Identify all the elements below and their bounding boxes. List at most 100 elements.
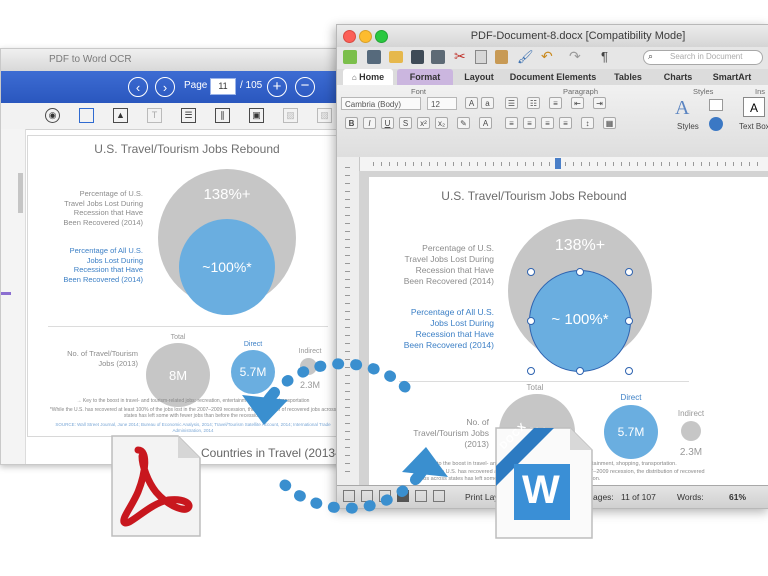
indent-less-icon[interactable]: ⇤	[571, 97, 584, 109]
focus-view-icon[interactable]	[433, 490, 445, 502]
minus-icon[interactable]: −	[295, 77, 315, 97]
pdf-page: U.S. Travel/Tourism Jobs Rebound Percent…	[27, 135, 347, 437]
undo-icon[interactable]: ↶	[541, 48, 553, 64]
styles-gallery-icon[interactable]	[709, 117, 723, 131]
inner-circle[interactable]	[529, 270, 631, 372]
zoom-level[interactable]: 61%	[729, 492, 747, 502]
bullets-icon[interactable]: ☰	[505, 97, 518, 109]
notebook-view-icon[interactable]	[415, 490, 427, 502]
next-section-heading: Countries in Travel (2013–23	[201, 446, 354, 460]
grow-font-icon[interactable]: A	[465, 97, 478, 109]
line-spacing-icon[interactable]: ↕	[581, 117, 594, 129]
indent-more-icon[interactable]: ⇥	[593, 97, 606, 109]
text-icon[interactable]: T	[147, 108, 162, 123]
hatch-icon[interactable]: ▨	[283, 108, 298, 123]
indirect-value: 2.3M	[679, 447, 703, 458]
justify-icon[interactable]: ≡	[559, 117, 572, 129]
plus-icon[interactable]: +	[267, 77, 287, 97]
indirect-value: 2.3M	[299, 380, 320, 390]
jobs-caption: No. of Travel/Tourism Jobs (2013)	[413, 417, 489, 449]
close-icon[interactable]	[343, 30, 356, 43]
minimize-icon[interactable]	[359, 30, 372, 43]
direct-circle	[231, 350, 275, 394]
format-painter-icon[interactable]: 🖌	[517, 49, 534, 64]
resize-handle[interactable]	[576, 367, 584, 375]
strikethrough-icon[interactable]: S	[399, 117, 412, 129]
maximize-icon[interactable]	[375, 30, 388, 43]
font-name-select[interactable]: Cambria (Body)	[341, 97, 421, 110]
thumbnail-sidebar[interactable]	[1, 129, 26, 464]
subscript-icon[interactable]: x₂	[435, 117, 448, 129]
resize-handle[interactable]	[625, 367, 633, 375]
save-icon[interactable]	[411, 50, 424, 64]
tab-layout[interactable]: Layout	[464, 72, 494, 82]
text-box-label[interactable]: Text Box	[739, 122, 768, 131]
numbering-icon[interactable]: ☷	[527, 97, 540, 109]
pages-value: 11 of 107	[621, 492, 656, 502]
indent-marker[interactable]	[555, 158, 561, 169]
chevron-left-icon[interactable]: ‹	[128, 77, 148, 97]
page-title: U.S. Travel/Tourism Jobs Rebound	[94, 142, 280, 156]
indirect-circle	[681, 421, 701, 441]
resize-handle[interactable]	[527, 268, 535, 276]
select-icon[interactable]	[79, 108, 94, 123]
chevron-right-icon[interactable]: ›	[155, 77, 175, 97]
scan-icon[interactable]: ▣	[249, 108, 264, 123]
copy-icon[interactable]	[475, 50, 487, 64]
paste-icon[interactable]	[495, 50, 508, 64]
styles-label[interactable]: Styles	[677, 122, 699, 131]
text-box-icon[interactable]: A	[743, 97, 765, 117]
align-left-icon[interactable]: ≡	[505, 117, 518, 129]
footnote-2: *While the U.S. has recovered at least 1…	[49, 407, 337, 419]
table-icon[interactable]: ☰	[181, 108, 196, 123]
direct-value: 5.7M	[617, 425, 645, 439]
open-icon[interactable]	[389, 51, 403, 63]
highlight-icon[interactable]: ✎	[457, 117, 470, 129]
tab-format[interactable]: Format	[397, 69, 453, 85]
font-color-icon[interactable]: A	[479, 117, 492, 129]
italic-icon[interactable]: I	[363, 117, 376, 129]
tab-document-elements[interactable]: Document Elements	[509, 72, 597, 82]
new-icon[interactable]	[343, 50, 357, 64]
shrink-font-icon[interactable]: a	[481, 97, 494, 109]
tab-charts[interactable]: Charts	[663, 72, 693, 82]
templates-icon[interactable]	[367, 50, 381, 64]
scrollbar-thumb[interactable]	[18, 173, 23, 213]
align-center-icon[interactable]: ≡	[523, 117, 536, 129]
redo-icon[interactable]: ↷	[569, 48, 581, 64]
cut-icon[interactable]: ✂	[454, 48, 466, 64]
search-field[interactable]: ⌕ Search in Document	[643, 50, 763, 65]
underline-icon[interactable]: U	[381, 117, 394, 129]
pages-label: ages:	[593, 492, 614, 502]
align-right-icon[interactable]: ≡	[541, 117, 554, 129]
inner-circle-label: ~ 100%*	[551, 311, 609, 328]
print-icon[interactable]	[431, 50, 445, 64]
resize-handle[interactable]	[527, 317, 535, 325]
bold-icon[interactable]: B	[345, 117, 358, 129]
tab-smartart[interactable]: SmartArt	[712, 72, 752, 82]
resize-handle[interactable]	[625, 317, 633, 325]
image-icon[interactable]: ▲	[113, 108, 128, 123]
draft-view-icon[interactable]	[343, 490, 355, 502]
superscript-icon[interactable]: x²	[417, 117, 430, 129]
multilevel-icon[interactable]: ≡	[549, 97, 562, 109]
eye-icon[interactable]: ◉	[45, 108, 60, 123]
divider	[399, 381, 689, 382]
footnote-1: → Key to the boost in travel- and touris…	[76, 398, 310, 404]
resize-handle[interactable]	[625, 268, 633, 276]
horizontal-ruler[interactable]	[359, 157, 768, 172]
tab-home[interactable]: ⌂ Home	[343, 69, 393, 85]
font-size-select[interactable]: 12	[427, 97, 457, 110]
borders-icon[interactable]: ▦	[603, 117, 616, 129]
resize-handle[interactable]	[576, 268, 584, 276]
styles-icon[interactable]: A	[675, 97, 690, 119]
page-number-input[interactable]: 11	[210, 78, 236, 95]
hatch-icon[interactable]: ▨	[317, 108, 332, 123]
pdf-file-icon	[108, 432, 204, 540]
column-icon[interactable]: ∥	[215, 108, 230, 123]
ribbon: Font Paragraph Styles Ins Cambria (Body)…	[337, 85, 768, 158]
styles-pane-icon[interactable]	[709, 99, 723, 111]
tab-tables[interactable]: Tables	[614, 72, 642, 82]
resize-handle[interactable]	[527, 367, 535, 375]
pilcrow-icon[interactable]: ¶	[601, 49, 608, 64]
